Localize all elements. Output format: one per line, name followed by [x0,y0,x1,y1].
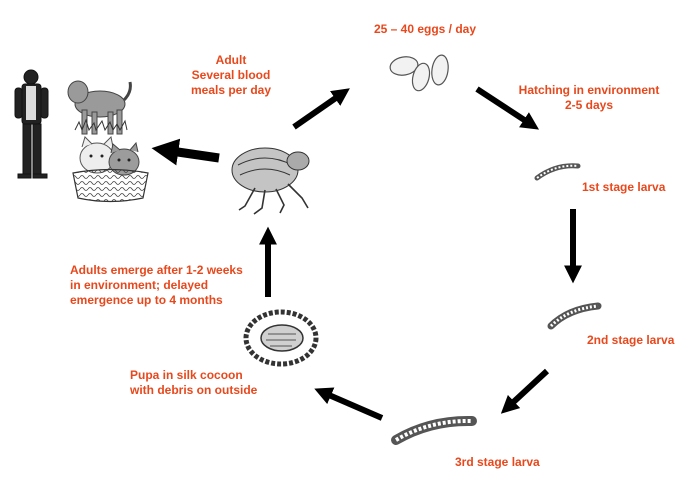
second-larva-label: 2nd stage larva [587,333,675,347]
arrow-eggs-to-larva1 [475,86,540,130]
pupa-label: Pupa in silk cocoon with debris on outsi… [130,368,258,397]
eggs-label: 25 – 40 eggs / day [373,22,477,36]
arrow-adult-to-eggs [292,88,350,130]
flea-adult-icon [231,147,310,215]
adult-label: Adult Several blood meals per day [190,53,272,97]
arrow-larva2-to-larva3 [500,368,550,414]
pupa-cocoon-icon [243,309,319,367]
third-larva-label: 3rd stage larva [455,455,540,469]
first-larva-label: 1st stage larva [582,180,666,194]
arrow-larva3-to-pupa [314,387,384,421]
cats-in-basket-icon [72,135,149,203]
hatching-label: Hatching in environment 2-5 days [518,83,660,112]
dog-icon [67,80,132,135]
arrow-adult-to-hosts [151,138,220,166]
larva-1-icon [534,163,581,181]
eggs-icon [389,54,449,92]
larva-3-icon [391,415,477,445]
man-icon [14,69,49,179]
emerge-label: Adults emerge after 1-2 weeks in environ… [70,263,243,307]
arrows [151,86,582,421]
larva-2-icon [547,302,602,330]
